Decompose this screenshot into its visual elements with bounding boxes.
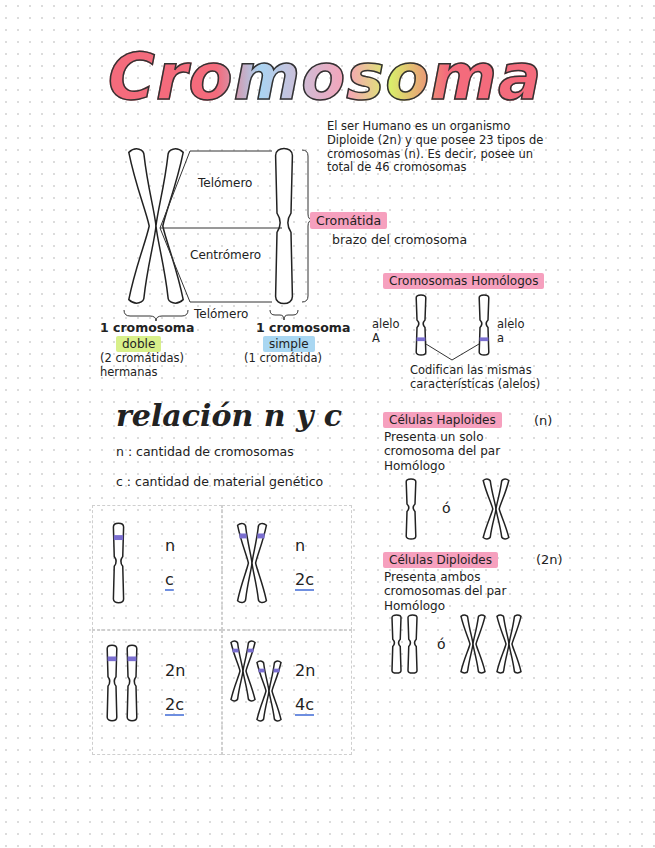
band-text: Cromátida: [316, 213, 381, 228]
note-text: (2 cromátidas) hermanas: [100, 352, 210, 380]
highlight-band: Células Diploides: [383, 552, 498, 568]
chromosome-count: 2n: [165, 661, 185, 680]
band-text: Cromosomas Homólogos: [389, 274, 538, 288]
note-text: alelo A: [372, 318, 410, 346]
note-text: (1 cromátida): [244, 352, 322, 366]
chromosome-count: n: [295, 536, 305, 555]
dna-count: 2c: [165, 695, 184, 714]
note-text: (2n): [536, 552, 563, 568]
section-heading: relación n y c: [116, 398, 342, 434]
note-text: alelo a: [497, 318, 535, 346]
dna-count: c: [165, 570, 174, 589]
table-cell: 2n 4c: [222, 630, 352, 755]
note-text: 1 cromosoma: [256, 320, 350, 335]
note-text: Telómero: [194, 307, 248, 321]
highlight-band: Cromosomas Homólogos: [383, 273, 544, 289]
table-cell: nc: [92, 505, 222, 630]
note-text: n : cantidad de cromosomas: [116, 444, 294, 459]
note-text: Presenta ambos cromosomas del par Homólo…: [384, 570, 534, 613]
band-text: Células Haploides: [389, 413, 496, 427]
chromosome-count: 2n: [295, 661, 315, 680]
note-text: brazo del cromosoma: [332, 232, 467, 247]
band-text: Células Diploides: [389, 553, 492, 567]
note-text: ó: [442, 500, 451, 517]
note-text: Centrómero: [190, 248, 261, 262]
dna-count: 2c: [295, 570, 314, 589]
note-text: Presenta un solo cromosoma del par Homól…: [384, 430, 534, 473]
highlight-band: simple: [263, 336, 315, 352]
table-cell: 2n 2c: [92, 630, 222, 755]
note-text: Telómero: [198, 176, 252, 190]
highlight-band: Células Haploides: [383, 412, 502, 428]
note-text: El ser Humano es un organismo Diploide (…: [327, 120, 555, 175]
note-text: ó: [437, 636, 446, 653]
table-cell: n 2c: [222, 505, 352, 630]
note-text: (n): [534, 413, 552, 429]
note-text: Codifican las mismas características (al…: [410, 364, 572, 392]
band-text: simple: [269, 337, 309, 351]
highlight-band: doble: [116, 336, 161, 352]
dna-count: 4c: [295, 695, 314, 714]
chromosome-count: n: [165, 536, 175, 555]
note-text: 1 cromosoma: [100, 320, 194, 335]
note-text: c : cantidad de material genético: [116, 474, 323, 489]
highlight-band: Cromátida: [310, 212, 387, 229]
band-text: doble: [122, 337, 155, 351]
page-title: Cromosoma: [108, 40, 542, 114]
